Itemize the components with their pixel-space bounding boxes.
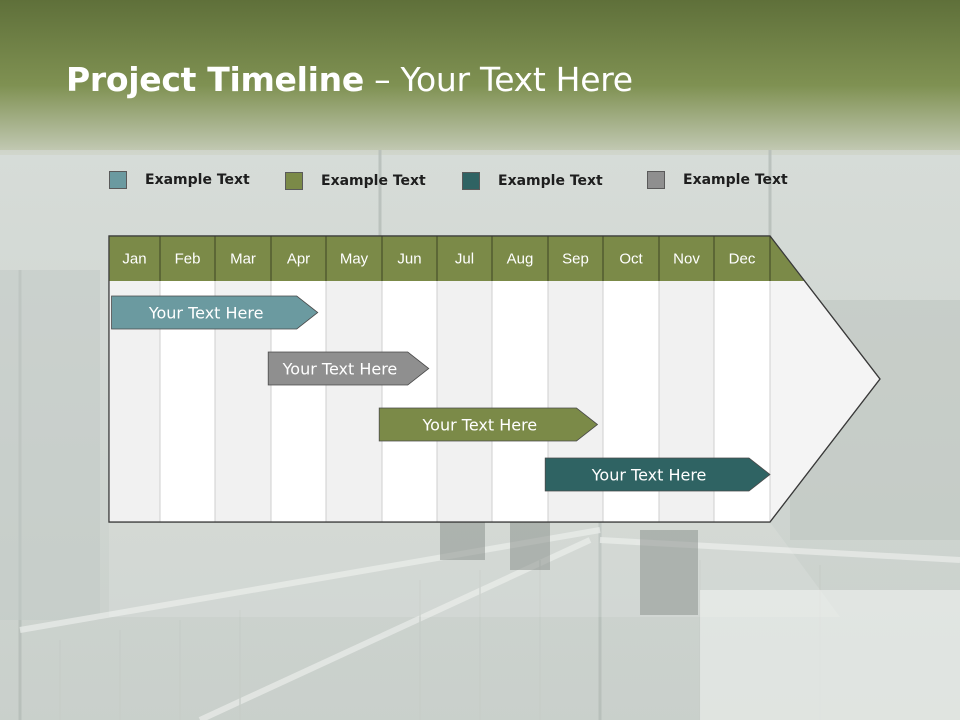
- legend-swatch-gray: [647, 171, 665, 189]
- month-label-apr: Apr: [287, 251, 310, 268]
- legend-item: Example Text: [285, 172, 426, 190]
- month-label-sep: Sep: [562, 251, 589, 268]
- legend-label: Example Text: [498, 173, 603, 189]
- task-bar: [267, 351, 430, 386]
- task-bar: [544, 457, 771, 492]
- legend-swatch-olive: [285, 172, 303, 190]
- slide-title-rest: – Your Text Here: [363, 60, 633, 99]
- legend-label: Example Text: [321, 173, 426, 189]
- month-label-aug: Aug: [507, 251, 534, 268]
- month-column: [437, 281, 492, 522]
- month-label-dec: Dec: [729, 251, 756, 268]
- month-column: [382, 281, 437, 522]
- task-label: Your Text Here: [148, 304, 264, 323]
- legend-swatch-dark-teal: [462, 172, 480, 190]
- timeline-arrow-outline: [108, 235, 881, 523]
- month-label-jan: Jan: [122, 251, 146, 268]
- legend-item: Example Text: [462, 172, 603, 190]
- task-label: Your Text Here: [591, 466, 707, 485]
- month-label-jul: Jul: [455, 251, 474, 268]
- month-label-mar: Mar: [230, 251, 256, 268]
- task-bar: [111, 295, 319, 330]
- month-label-may: May: [340, 251, 369, 268]
- month-column: [492, 281, 548, 522]
- month-label-feb: Feb: [175, 251, 201, 268]
- task-label: Your Text Here: [282, 360, 398, 379]
- legend-label: Example Text: [683, 172, 788, 188]
- month-column: [326, 281, 382, 522]
- task-bar: [378, 407, 599, 442]
- task-label: Your Text Here: [422, 416, 538, 435]
- legend-label: Example Text: [145, 172, 250, 188]
- month-label-jun: Jun: [397, 251, 421, 268]
- legend-item: Example Text: [647, 171, 788, 189]
- month-header-band: [109, 236, 770, 281]
- month-label-nov: Nov: [673, 251, 700, 268]
- legend-swatch-teal: [109, 171, 127, 189]
- timeline-reflection: [109, 522, 840, 617]
- slide-title: Project Timeline – Your Text Here: [66, 60, 633, 99]
- month-label-oct: Oct: [619, 251, 643, 268]
- slide-title-bold: Project Timeline: [66, 60, 364, 99]
- legend-item: Example Text: [109, 171, 250, 189]
